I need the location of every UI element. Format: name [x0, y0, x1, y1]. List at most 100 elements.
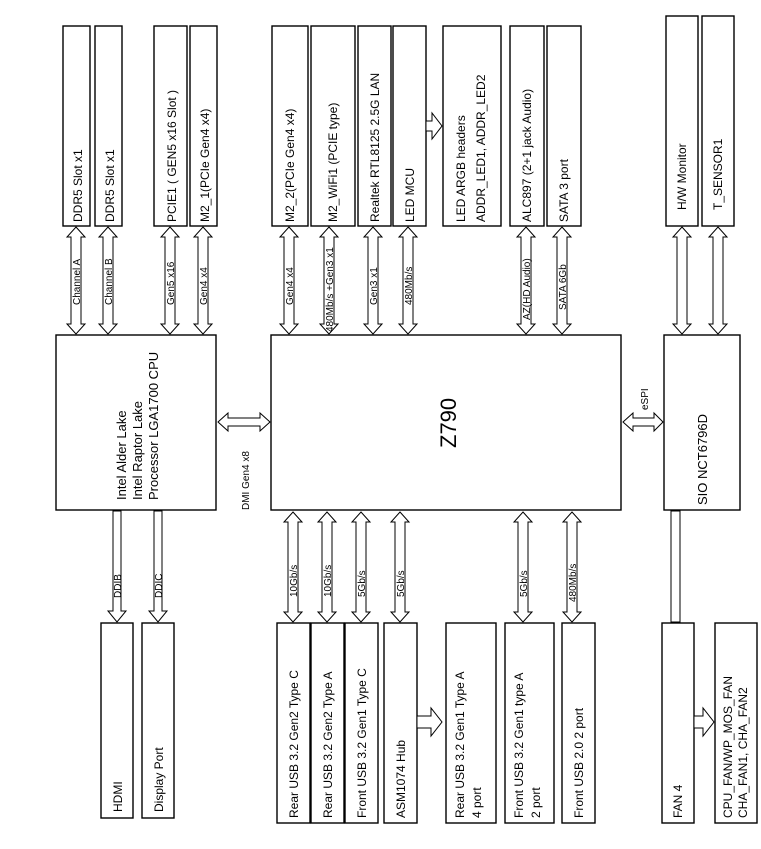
alc897-label: ALC897 (2+1 jack Audio)	[520, 89, 534, 222]
asm1074-hub-box: ASM1074 Hub	[383, 622, 418, 824]
asm1074-hub-label: ASM1074 Hub	[394, 740, 408, 818]
gen4x4-cpu-link: Gen4 x4	[192, 226, 214, 335]
channel-a-link: Channel A	[65, 226, 87, 335]
rear-usb-gen1-box: Rear USB 3.2 Gen1 Type A 4 port	[445, 622, 497, 824]
hub-link: 5Gb/s	[389, 511, 411, 623]
sata-label: SATA 3 port	[557, 158, 571, 222]
ddic-label: DDIC	[154, 574, 165, 598]
gen4x4-cpu-label: Gen4 x4	[199, 267, 210, 305]
fan-headers-line2: CHA_FAN1, CHA_FAN2	[736, 687, 750, 818]
cpu-line1: Intel Alder Lake	[114, 410, 129, 500]
cpu-box: Intel Alder Lake Intel Raptor Lake Proce…	[55, 334, 217, 511]
t-sensor-link	[707, 226, 729, 335]
led-mcu-label: LED MCU	[403, 168, 417, 222]
displayport-label: Display Port	[152, 747, 166, 812]
dmi-label: DMI Gen4 x8	[241, 451, 252, 510]
rear-typec-link: 10Gb/s	[282, 511, 304, 623]
realtek-lan-box: Realtek RTL8125 2.5G LAN	[357, 25, 392, 227]
front-gen1-speed: 5Gb/s	[519, 570, 530, 597]
pcie1-slot-box: PCIE1 ( GEN5 x16 Slot )	[153, 25, 188, 227]
sata-6gb-link: SATA 6Gb	[551, 226, 573, 335]
fan4-to-fans-arrow	[693, 706, 715, 738]
front-usb-typec-label: Front USB 3.2 Gen1 Type C	[355, 668, 369, 818]
front-gen1-link: 5Gb/s	[512, 511, 534, 623]
hw-monitor-label: H/W Monitor	[675, 143, 689, 210]
led-argb-line1: LED ARGB headers	[454, 115, 468, 222]
gen3x1-link: Gen3 x1	[362, 226, 384, 335]
front-usb2-label: Front USB 2.0 2 port	[572, 707, 586, 818]
sio-box: SIO NCT6796D	[663, 334, 741, 511]
cpu-line2: Intel Raptor Lake	[130, 401, 145, 500]
cpu-line3: Processor LGA1700 CPU	[146, 352, 161, 500]
hub-speed: 5Gb/s	[396, 570, 407, 597]
wifi-link-label: 480Mb/s +Gen3 x1	[325, 247, 336, 332]
gen4x4-pch-link: Gen4 x4	[278, 226, 300, 335]
rear-typec-speed: 10Gb/s	[289, 565, 300, 597]
ddr5-slot-a-label: DDR5 Slot x1	[71, 149, 85, 222]
ddr5-slot-b-box: DDR5 Slot x1	[94, 25, 123, 227]
hdmi-box: HDMI	[100, 622, 134, 819]
led-mcu-link-label: 480Mb/s	[404, 267, 415, 305]
channel-b-label: Channel B	[104, 258, 115, 305]
front-typec-link: 5Gb/s	[350, 511, 372, 623]
rear-usb-gen1-line1: Rear USB 3.2 Gen1 Type A	[453, 671, 467, 818]
z790-chipset-box: Z790	[270, 334, 622, 511]
pcie1-slot-label: PCIE1 ( GEN5 x16 Slot )	[165, 90, 179, 222]
hub-to-rear-gen1-arrow	[416, 706, 443, 738]
m2-1-box: M2_1(PCIe Gen4 x4)	[189, 25, 218, 227]
sata-6gb-label: SATA 6Gb	[558, 264, 569, 310]
realtek-lan-label: Realtek RTL8125 2.5G LAN	[368, 73, 382, 222]
displayport-box: Display Port	[141, 622, 175, 819]
wifi-link: 480Mb/s +Gen3 x1	[318, 226, 340, 335]
usb2-speed: 480Mb/s	[568, 564, 579, 602]
gen5x16-link: Gen5 x16	[159, 226, 181, 335]
sio-label: SIO NCT6796D	[695, 414, 710, 505]
hdmi-label: HDMI	[111, 781, 125, 812]
az-audio-link: AZ(HD Audio)	[515, 226, 537, 335]
led-mcu-link: 480Mb/s	[397, 226, 419, 335]
front-typec-speed: 5Gb/s	[357, 570, 368, 597]
led-mcu-to-argb-arrow	[425, 111, 443, 141]
hw-monitor-link	[671, 226, 693, 335]
fan-headers-line1: CPU_FAN/WP_MOS_FAN	[721, 676, 735, 818]
rear-usb-typea-box: Rear USB 3.2 Gen2 Type A	[310, 622, 345, 824]
fan4-label: FAN 4	[671, 784, 685, 818]
ddr5-slot-b-label: DDR5 Slot x1	[103, 149, 117, 222]
m2-2-box: M2_2(PCIe Gen4 x4)	[271, 25, 309, 227]
fan-headers-box: CPU_FAN/WP_MOS_FAN CHA_FAN1, CHA_FAN2	[714, 622, 758, 824]
front-usb-gen1-line1: Front USB 3.2 Gen1 type A	[512, 673, 526, 818]
usb2-link: 480Mb/s	[561, 511, 583, 623]
rear-typea-speed: 10Gb/s	[323, 565, 334, 597]
rear-usb-gen1-line2: 4 port	[470, 787, 484, 818]
m2-1-label: M2_1(PCIe Gen4 x4)	[198, 109, 212, 222]
front-usb-typec-box: Front USB 3.2 Gen1 Type C	[344, 622, 379, 824]
front-usb-gen1-line2: 2 port	[529, 787, 543, 818]
t-sensor-box: T_SENSOR1	[701, 15, 735, 227]
gen5x16-label: Gen5 x16	[166, 261, 177, 305]
m2-wifi-label: M2_WiFi1 (PCIE type)	[326, 103, 340, 222]
m2-2-label: M2_2(PCIe Gen4 x4)	[283, 109, 297, 222]
m2-wifi-box: M2_WiFi1 (PCIE type)	[310, 25, 356, 227]
rear-usb-typea-label: Rear USB 3.2 Gen2 Type A	[321, 671, 335, 818]
gen4x4-pch-label: Gen4 x4	[285, 267, 296, 305]
hw-monitor-box: H/W Monitor	[665, 15, 699, 227]
led-argb-box: LED ARGB headers ADDR_LED1, ADDR_LED2	[442, 25, 502, 227]
rear-usb-typec-box: Rear USB 3.2 Gen2 Type C	[276, 622, 311, 824]
led-argb-line2: ADDR_LED1, ADDR_LED2	[474, 74, 488, 222]
ddr5-slot-a-box: DDR5 Slot x1	[62, 25, 91, 227]
rear-usb-typec-label: Rear USB 3.2 Gen2 Type C	[287, 670, 301, 818]
rear-typea-link: 10Gb/s	[316, 511, 338, 623]
z790-label: Z790	[436, 398, 461, 448]
espi-label: eSPI	[640, 388, 651, 410]
ddib-label: DDIB	[113, 574, 124, 598]
front-usb2-box: Front USB 2.0 2 port	[561, 622, 596, 824]
ddic-link: DDIC	[147, 510, 169, 623]
gen3x1-label: Gen3 x1	[369, 267, 380, 305]
az-audio-label: AZ(HD Audio)	[522, 258, 533, 320]
front-usb-gen1-box: Front USB 3.2 Gen1 type A 2 port	[504, 622, 555, 824]
sata-box: SATA 3 port	[546, 25, 582, 227]
alc897-box: ALC897 (2+1 jack Audio)	[509, 25, 545, 227]
ddib-link: DDIB	[106, 510, 128, 623]
